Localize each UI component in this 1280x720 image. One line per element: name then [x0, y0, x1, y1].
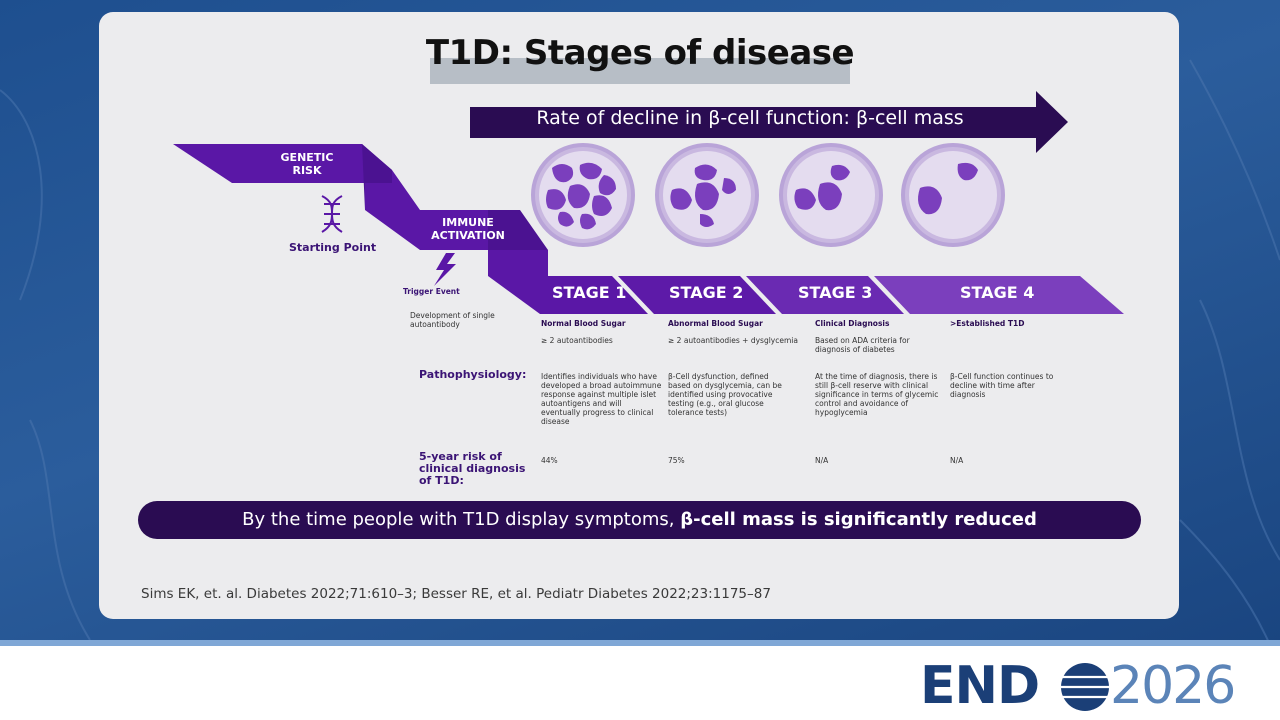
genetic-risk-label: GENETIC RISK	[280, 151, 334, 177]
stage-2-risk: 75%	[668, 456, 685, 465]
decline-arrow-label: Rate of decline in β-cell function: β-ce…	[536, 107, 964, 129]
title-underline-bar	[430, 58, 850, 84]
logo-word: END	[920, 656, 1040, 716]
ribbon-descent-1	[362, 144, 392, 210]
stage-1-label: STAGE 1	[552, 283, 627, 302]
risk-label: 5-year risk of clinical diagnosis of T1D…	[419, 450, 526, 487]
ribbon-connector	[488, 250, 548, 314]
stage-1-criteria: ≥ 2 autoantibodies	[541, 336, 613, 345]
stage-2-criteria: ≥ 2 autoantibodies + dysglycemia	[668, 336, 798, 345]
stage-1-risk: 44%	[541, 456, 558, 465]
decline-arrow	[470, 91, 1068, 153]
genetic-risk-step	[173, 144, 392, 183]
stage-4-pathophysiology: β-Cell function continues to decline wit…	[950, 372, 1054, 399]
citation: Sims EK, et. al. Diabetes 2022;71:610–3;…	[141, 586, 771, 602]
key-message-banner: By the time people with T1D display symp…	[138, 501, 1141, 539]
globe-icon	[1061, 663, 1109, 711]
stage-4-band	[874, 276, 1124, 314]
islet-cells-icon	[531, 143, 635, 247]
stage-2-band	[618, 276, 776, 314]
dna-icon	[321, 195, 343, 233]
logo-year: 2026	[1110, 656, 1236, 716]
banner-bold-text: β-cell mass is significantly reduced	[680, 509, 1037, 530]
pathophysiology-label: Pathophysiology:	[419, 368, 527, 381]
stage-4-label: STAGE 4	[960, 283, 1035, 302]
stage-3-risk: N/A	[815, 456, 829, 465]
stage-1-band	[540, 276, 648, 314]
stage-1-pathophysiology: Identifies individuals who have develope…	[541, 372, 662, 426]
footer-stripe	[0, 640, 1280, 646]
stage-2-pathophysiology: β-Cell dysfunction, defined based on dys…	[668, 372, 782, 417]
stage-3-pathophysiology: At the time of diagnosis, there is still…	[815, 372, 939, 417]
stage-4-subtitle: >Established T1D	[950, 319, 1025, 328]
nerve-background-pattern	[0, 59, 1280, 645]
banner-text: By the time people with T1D display symp…	[242, 509, 681, 530]
development-label: Development of single autoantibody	[410, 311, 495, 329]
islet-cells-icon	[655, 143, 759, 247]
stage-4-risk: N/A	[950, 456, 964, 465]
stage-2-subtitle: Abnormal Blood Sugar	[668, 319, 763, 328]
trigger-event-label: Trigger Event	[403, 287, 460, 296]
lightning-icon	[434, 253, 456, 286]
endo-logo: END 2026	[920, 656, 1270, 716]
immune-activation-label: IMMUNE ACTIVATION	[431, 216, 505, 242]
immune-activation-step	[365, 170, 488, 250]
stage-3-label: STAGE 3	[798, 283, 873, 302]
stage-3-criteria: Based on ADA criteria for diagnosis of d…	[815, 336, 910, 354]
slide-title: T1D: Stages of disease	[425, 33, 855, 73]
stage-3-band	[746, 276, 904, 314]
stage-2-label: STAGE 2	[669, 283, 744, 302]
islet-cells-icon	[901, 143, 1005, 247]
stage-3-subtitle: Clinical Diagnosis	[815, 319, 890, 328]
starting-point-label: Starting Point	[289, 241, 377, 254]
stage-1-subtitle: Normal Blood Sugar	[541, 319, 626, 328]
islet-cells-icon	[779, 143, 883, 247]
